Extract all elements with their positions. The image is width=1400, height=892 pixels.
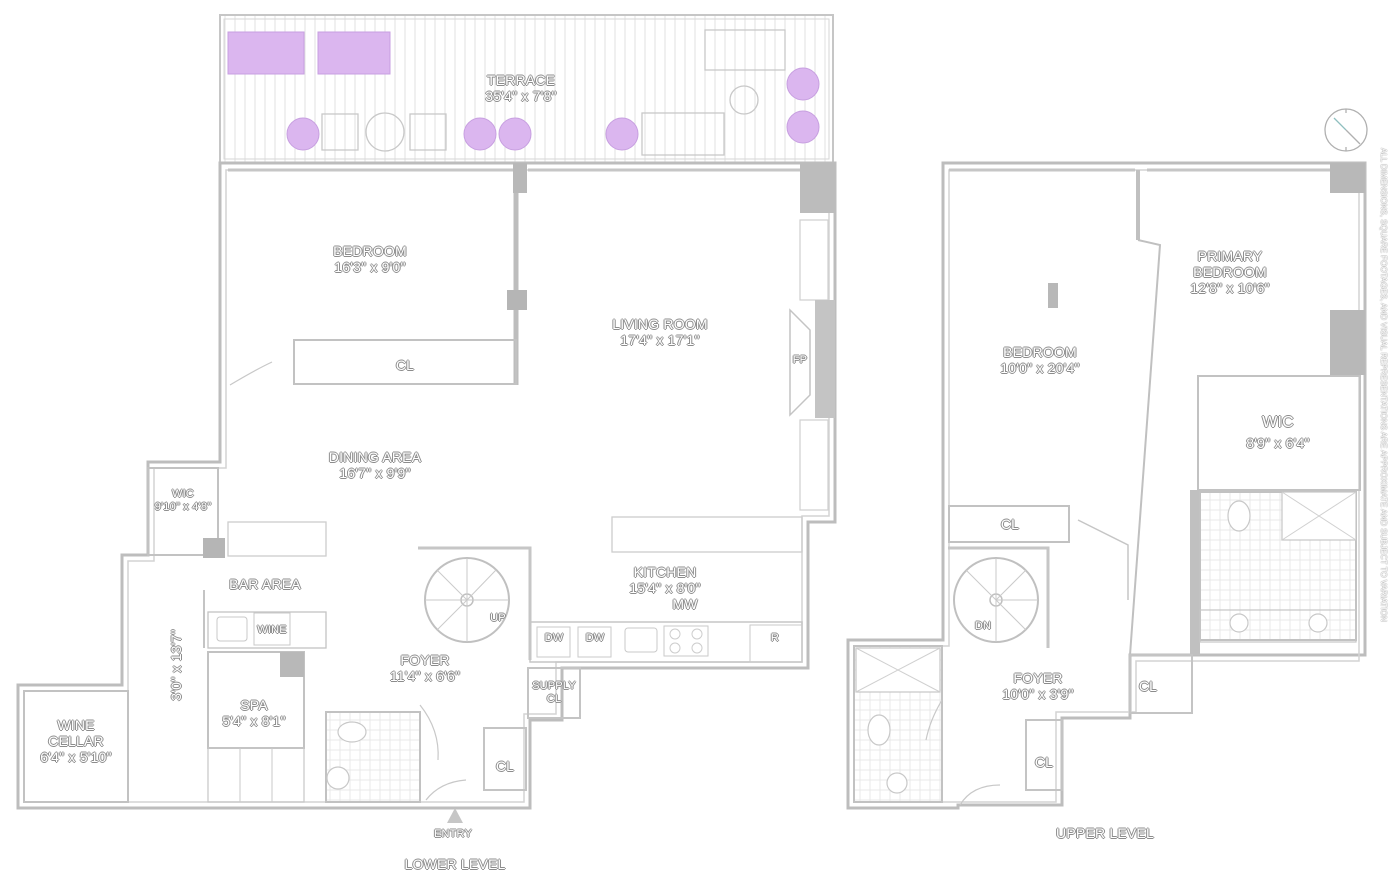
entry-closet-name: CL xyxy=(495,758,515,774)
wine-cellar-box xyxy=(23,690,129,803)
stair-down-name: DN xyxy=(974,620,992,632)
upper-bedroom-dims: 10'0" x 20'4" xyxy=(1000,360,1080,376)
hall-dims-label: 3'0" x 13'7" xyxy=(168,605,184,725)
lower-wic-label: WIC 9'10" x 4'8" xyxy=(140,488,226,514)
dining-area-dims: 16'7" x 9'9" xyxy=(339,465,411,481)
upper-level xyxy=(846,161,1367,810)
spa-dims: 5'4" x 8'1" xyxy=(222,713,286,729)
upper-level-label: UPPER LEVEL xyxy=(1030,825,1180,841)
hall-dims: 3'0" x 13'7" xyxy=(168,629,184,701)
disclaimer-text: ALL DIMENSIONS, SQUARE FOOTAGES, AND VIS… xyxy=(1379,148,1388,622)
lower-bedroom-dims: 16'3" x 9'0" xyxy=(334,259,406,275)
dishwasher1-name: DW xyxy=(544,632,564,644)
living-room-dims: 17'4" x 17'1" xyxy=(620,332,700,348)
stair-up-label: UP xyxy=(486,612,510,625)
wine-cellar-label: WINE CELLAR 6'4" x 5'10" xyxy=(26,717,126,765)
upper-closet-foyer xyxy=(1129,654,1193,714)
upper-level-text: UPPER LEVEL xyxy=(1056,825,1154,841)
upper-wic-label: WIC 8'9" x 6'4" xyxy=(1216,413,1340,453)
lower-foyer-dims: 11'4" x 6'6" xyxy=(389,668,461,684)
kitchen-name: KITCHEN xyxy=(633,564,697,580)
compass-icon xyxy=(1324,108,1368,152)
bedroom-closet-box xyxy=(293,339,517,385)
stair-up-name: UP xyxy=(490,612,506,624)
refrigerator-name: R xyxy=(770,632,780,644)
primary-bedroom-name2: BEDROOM xyxy=(1193,264,1267,280)
disclaimer: ALL DIMENSIONS, SQUARE FOOTAGES, AND VIS… xyxy=(1374,148,1390,658)
upper-bedroom-label: BEDROOM 10'0" x 20'4" xyxy=(970,344,1110,376)
entry-label: ENTRY xyxy=(420,828,486,841)
supply-closet-name2: CL xyxy=(546,693,562,705)
lower-level-text: LOWER LEVEL xyxy=(404,856,506,872)
kitchen-label: KITCHEN 15'4" x 8'0" MW xyxy=(600,564,730,612)
microwave-name: MW xyxy=(672,596,698,612)
upper-closet-foyer-label: CL xyxy=(1130,678,1166,694)
bar-area-label: BAR AREA xyxy=(220,576,310,592)
terrace-plants xyxy=(227,31,820,151)
upper-bedroom-closet-name: CL xyxy=(1000,516,1020,532)
wine-cellar-dims: 6'4" x 5'10" xyxy=(40,749,112,765)
primary-bedroom-dims: 12'8" x 10'6" xyxy=(1190,280,1270,296)
upper-wic-name: WIC xyxy=(1262,414,1294,431)
spa-name: SPA xyxy=(240,697,268,713)
lower-foyer-name: FOYER xyxy=(400,652,450,668)
living-room-label: LIVING ROOM 17'4" x 17'1" xyxy=(590,316,730,348)
bar-area-name: BAR AREA xyxy=(229,576,301,592)
bedroom-closet-label: CL xyxy=(385,357,425,373)
upper-foyer-name: FOYER xyxy=(1013,670,1063,686)
upper-outer-wall xyxy=(846,161,1367,810)
bar-wine-label: WINE xyxy=(253,624,291,637)
bar-wine-name: WINE xyxy=(257,624,287,636)
spa-label: SPA 5'4" x 8'1" xyxy=(206,697,302,729)
upper-bedroom-name: BEDROOM xyxy=(1003,344,1077,360)
upper-foyer-dims: 10'0" x 3'9" xyxy=(1002,686,1074,702)
living-room-name: LIVING ROOM xyxy=(612,316,708,332)
bedroom-closet-name: CL xyxy=(395,357,415,373)
primary-bedroom-label: PRIMARY BEDROOM 12'8" x 10'6" xyxy=(1165,248,1295,296)
wine-cellar-name2: CELLAR xyxy=(48,733,104,749)
lower-bedroom-name: BEDROOM xyxy=(333,243,407,259)
upper-bedroom-closet-label: CL xyxy=(990,516,1030,532)
supply-closet-label: SUPPLY CL xyxy=(526,680,582,706)
terrace-name: TERRACE xyxy=(486,72,556,88)
lower-foyer-label: FOYER 11'4" x 6'6" xyxy=(360,652,490,684)
upper-wic-box xyxy=(1197,375,1361,491)
kitchen-dims: 15'4" x 8'0" xyxy=(629,580,701,596)
primary-bedroom-name: PRIMARY xyxy=(1197,248,1263,264)
lower-bedroom-label: BEDROOM 16'3" x 9'0" xyxy=(300,243,440,275)
terrace-label: TERRACE 35'4" x 7'8" xyxy=(456,72,586,104)
entry-closet-label: CL xyxy=(488,758,522,774)
upper-closet-foyer-name: CL xyxy=(1138,678,1158,694)
dining-area-label: DINING AREA 16'7" x 9'9" xyxy=(305,449,445,481)
stair-down-label: DN xyxy=(970,620,996,633)
dishwasher1-label: DW xyxy=(538,632,570,645)
lower-level xyxy=(16,14,837,823)
dining-area-name: DINING AREA xyxy=(328,449,422,465)
upper-closet-hall-name: CL xyxy=(1034,754,1054,770)
entry-text: ENTRY xyxy=(433,828,473,840)
lower-wic-box xyxy=(147,467,219,556)
wine-cellar-name: WINE xyxy=(57,717,95,733)
lower-wic-name: WIC xyxy=(172,488,194,500)
dishwasher2-label: DW xyxy=(579,632,611,645)
fireplace-label: FP xyxy=(790,354,810,367)
upper-closet-hall-label: CL xyxy=(1026,754,1062,770)
lower-level-label: LOWER LEVEL xyxy=(380,856,530,872)
supply-closet-name: SUPPLY xyxy=(532,680,576,692)
fireplace-name: FP xyxy=(792,354,808,366)
upper-closet-hall xyxy=(1025,719,1063,791)
dishwasher2-name: DW xyxy=(585,632,605,644)
refrigerator-label: R xyxy=(765,632,785,645)
upper-bedroom-closet xyxy=(948,505,1070,543)
upper-foyer-label: FOYER 10'0" x 3'9" xyxy=(978,670,1098,702)
lower-wic-dims: 9'10" x 4'8" xyxy=(154,501,212,513)
upper-wic-dims: 8'9" x 6'4" xyxy=(1246,435,1310,451)
terrace-dims: 35'4" x 7'8" xyxy=(485,88,557,104)
